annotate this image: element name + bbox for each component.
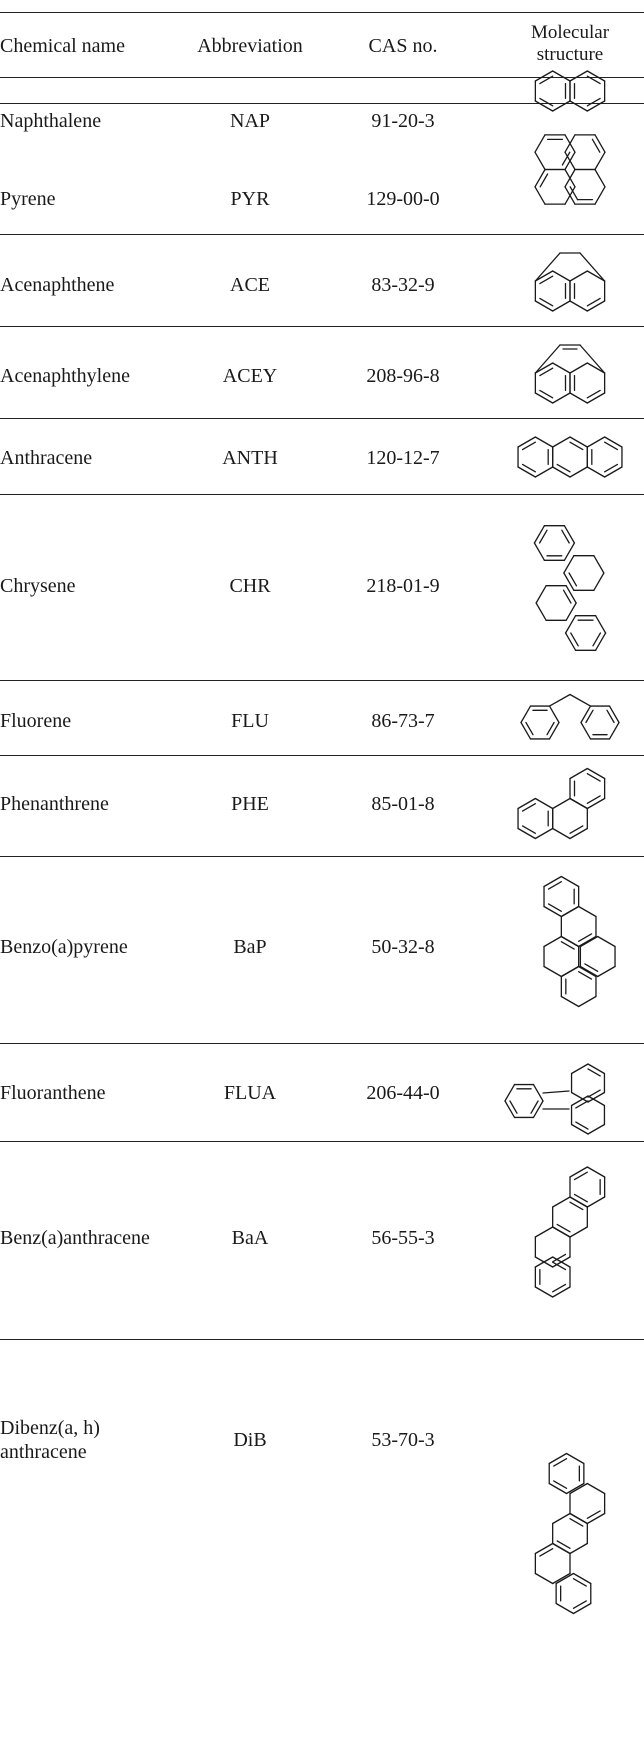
chemical-name: Acenaphthene: [0, 274, 115, 296]
chemical-name: Pyrene: [0, 188, 56, 210]
molecular-structure-image: [534, 70, 606, 112]
chemical-name: Anthracene: [0, 447, 93, 469]
chemical-name: Phenanthrene: [0, 793, 109, 815]
header-chemical-name: Chemical name: [0, 35, 125, 57]
molecular-structure-image: [517, 436, 623, 478]
chemical-name: Acenaphthylene: [0, 365, 130, 387]
molecular-structure-image: [520, 693, 620, 740]
molecular-structure-image: [517, 767, 606, 840]
molecular-structure-image: [534, 1166, 606, 1298]
chemical-name: Fluorene: [0, 710, 72, 732]
chemical-name: Chrysene: [0, 575, 76, 597]
header-molecular-structure: Molecular structure: [530, 22, 610, 65]
molecular-structure-image: [533, 525, 607, 651]
chemical-name: Dibenz(a, h)anthracene: [0, 1417, 100, 1463]
molecular-structure-image: [534, 1452, 606, 1615]
molecular-structure-image: [534, 252, 606, 312]
chemical-name: Benz(a)anthracene: [0, 1227, 150, 1249]
chemical-name: Naphthalene: [0, 110, 102, 132]
molecular-structure-image: [534, 344, 606, 404]
molecular-structure-image: [504, 1063, 606, 1135]
molecular-structure-image: [534, 134, 606, 205]
table-header: Chemical name Abbreviation CAS no. Molec…: [0, 12, 644, 78]
chemical-name: Benzo(a)pyrene: [0, 936, 128, 958]
molecular-structure-image: [543, 875, 616, 1008]
chemical-name: Fluoranthene: [0, 1082, 106, 1104]
